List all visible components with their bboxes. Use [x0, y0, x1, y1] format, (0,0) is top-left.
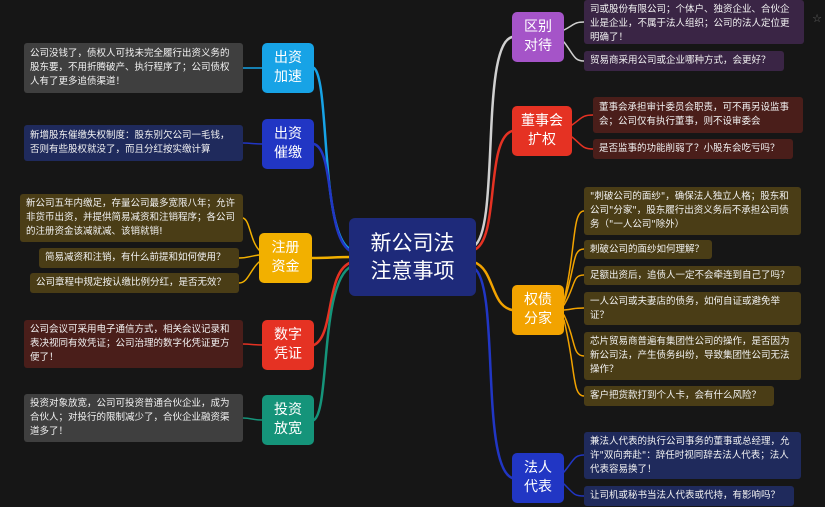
note-board-expansion-2[interactable]: 是否监事的功能削弱了？小股东会吃亏吗？ — [593, 139, 793, 159]
connector-note — [563, 210, 585, 301]
note-text: 一人公司或夫妻店的债务，如何自证或避免举证？ — [590, 295, 781, 321]
note-text: 芯片贸易商普遍有集团性公司的操作，是否因为新公司法，产生债务纠纷，导致集团性公司… — [590, 336, 790, 375]
note-text: 新增股东催缴失权制度：股东别欠公司一毛钱，否则有些股权就没了，而且分红按实缴计算 — [30, 130, 230, 155]
connector-note — [238, 261, 260, 284]
note-debt-separation-2[interactable]: 刺破公司的面纱如何理解？ — [584, 240, 712, 259]
note-debt-separation-3[interactable]: 足额出资后，追债人一定不会牵连到自己了吗？ — [584, 266, 801, 285]
connector-note — [242, 417, 263, 421]
connector-note — [563, 274, 585, 306]
note-text: 新公司五年内缴足，存量公司最多宽限八年；允许非货币出资，并提供简易减资和注销程序… — [26, 198, 236, 237]
connector-note — [571, 136, 594, 150]
note-digital-voucher[interactable]: 公司会议可采用电子通信方式，相关会议记录和表决视同有效凭证；公司治理的数字化凭证… — [24, 320, 243, 368]
note-investment-relaxed[interactable]: 投资对象放宽，公司可投资普通合伙企业，成为合伙人；对投行的限制减少了，合伙企业融… — [24, 394, 243, 442]
connector-note — [238, 254, 260, 259]
topic-label: 投资 放宽 — [274, 402, 302, 437]
note-differential-treatment-2[interactable]: 贸易商采用公司或企业哪种方式，会更好？ — [584, 51, 784, 71]
note-legal-representative-1[interactable]: 兼法人代表的执行公司事务的董事或总经理，允许"双向奔赴"：辞任时视同辞去法人代表… — [584, 432, 801, 479]
note-registered-capital-2[interactable]: 简易减资和注销，有什么前提和如何使用？ — [39, 248, 239, 268]
connector-note — [563, 314, 585, 357]
connector-note — [563, 21, 585, 31]
topic-label: 出资 催缴 — [274, 126, 302, 161]
topic-capital-call[interactable]: 出资 催缴 — [262, 119, 314, 169]
connector-note — [242, 217, 260, 251]
topic-label: 出资 加速 — [274, 50, 302, 85]
star-icon: ☆ — [812, 12, 822, 25]
connector-capital-acceleration — [312, 66, 354, 252]
topic-label: 数字 凭证 — [274, 327, 302, 362]
note-text: 投资对象放宽，公司可投资普通合伙企业，成为合伙人；对投行的限制减少了，合伙企业融… — [30, 398, 230, 437]
connector-note — [563, 307, 585, 311]
note-differential-treatment-1[interactable]: 司或股份有限公司；个体户、独资企业、合伙企业是企业，不属于法人组织；公司的法人定… — [584, 0, 804, 44]
note-text: 让司机或秘书当法人代表或代持，有影响吗？ — [590, 490, 781, 501]
topic-registered-capital[interactable]: 注册 资金 — [259, 233, 312, 283]
topic-investment-relaxed[interactable]: 投资 放宽 — [262, 395, 314, 445]
note-text: "刺破公司的面纱"，确保法人独立人格；股东和公司"分家"，股东履行出资义务后不承… — [590, 191, 789, 230]
topic-differential-treatment[interactable]: 区别 对待 — [512, 12, 564, 62]
note-text: 是否监事的功能削弱了？小股东会吃亏吗？ — [599, 143, 780, 154]
central-topic[interactable]: 新公司法 注意事项 — [349, 218, 476, 296]
connector-registered-capital — [310, 255, 354, 260]
connector-digital-voucher — [312, 260, 354, 347]
note-capital-acceleration[interactable]: 公司没钱了，债权人可找未完全履行出资义务的股东要，不用折腾破产、执行程序了；公司… — [24, 43, 243, 93]
note-text: 客户把货款打到个人卡，会有什么风险？ — [590, 390, 762, 401]
note-text: 董事会承担审计委员会职责，可不再另设监事会；公司仅有执行董事，则不设审委会 — [599, 102, 790, 127]
note-text: 足额出资后，追债人一定不会牵连到自己了吗？ — [590, 269, 790, 281]
connector-investment-relaxed — [312, 264, 354, 422]
note-registered-capital-1[interactable]: 新公司五年内缴足，存量公司最多宽限八年；允许非货币出资，并提供简易减资和注销程序… — [20, 194, 243, 242]
note-capital-call[interactable]: 新增股东催缴失权制度：股东别欠公司一毛钱，否则有些股权就没了，而且分红按实缴计算 — [24, 125, 243, 161]
topic-capital-acceleration[interactable]: 出资 加速 — [262, 43, 314, 93]
note-legal-representative-2[interactable]: 让司机或秘书当法人代表或代持，有影响吗？ — [584, 486, 794, 506]
note-text: 司或股份有限公司；个体户、独资企业、合伙企业是企业，不属于法人组织；公司的法人定… — [590, 4, 790, 43]
note-debt-separation-4[interactable]: 一人公司或夫妻店的债务，如何自证或避免举证？ — [584, 292, 801, 325]
note-text: 公司章程中规定按认缴比例分红，是否无效？ — [36, 277, 227, 288]
note-text: 兼法人代表的执行公司事务的董事或总经理，允许"双向奔赴"：辞任时视同辞去法人代表… — [590, 435, 790, 475]
connector-capital-call — [312, 142, 354, 254]
connector-note — [242, 142, 263, 145]
note-debt-separation-6[interactable]: 客户把货款打到个人卡，会有什么风险？ — [584, 386, 774, 406]
central-topic-label: 新公司法 注意事项 — [370, 231, 455, 283]
note-text: 贸易商采用公司或企业哪种方式，会更好？ — [590, 55, 771, 66]
connector-board-expansion — [472, 129, 514, 252]
topic-debt-separation[interactable]: 权债 分家 — [512, 285, 564, 335]
connector-note — [563, 248, 585, 303]
topic-label: 注册 资金 — [271, 240, 300, 275]
topic-label: 董事会 扩权 — [521, 113, 563, 148]
note-text: 公司会议可采用电子通信方式，相关会议记录和表决视同有效凭证；公司治理的数字化凭证… — [30, 324, 230, 363]
topic-board-expansion[interactable]: 董事会 扩权 — [512, 106, 572, 156]
connector-note — [563, 454, 585, 473]
note-text: 公司没钱了，债权人可找未完全履行出资义务的股东要，不用折腾破产、执行程序了；公司… — [30, 48, 230, 87]
topic-legal-representative[interactable]: 法人 代表 — [512, 453, 564, 503]
connector-note — [563, 319, 585, 397]
topic-label: 法人 代表 — [524, 460, 552, 495]
connector-legal-representative — [472, 266, 514, 480]
note-debt-separation-1[interactable]: "刺破公司的面纱"，确保法人独立人格；股东和公司"分家"，股东履行出资义务后不承… — [584, 187, 801, 235]
topic-digital-voucher[interactable]: 数字 凭证 — [262, 320, 314, 370]
topic-label: 区别 对待 — [524, 19, 552, 54]
connector-note — [563, 41, 585, 62]
note-debt-separation-5[interactable]: 芯片贸易商普遍有集团性公司的操作，是否因为新公司法，产生债务纠纷，导致集团性公司… — [584, 332, 801, 380]
note-text: 刺破公司的面纱如何理解？ — [590, 243, 705, 255]
connector-note — [563, 483, 585, 497]
connector-differential-treatment — [472, 35, 514, 248]
connector-note — [571, 114, 594, 126]
note-board-expansion-1[interactable]: 董事会承担审计委员会职责，可不再另设监事会；公司仅有执行董事，则不设审委会 — [593, 97, 803, 133]
note-text: 简易减资和注销，有什么前提和如何使用？ — [45, 252, 226, 263]
connector-note — [242, 343, 263, 346]
topic-label: 权债 分家 — [524, 292, 552, 327]
connector-debt-separation — [472, 260, 514, 312]
note-registered-capital-3[interactable]: 公司章程中规定按认缴比例分红，是否无效？ — [30, 273, 239, 293]
